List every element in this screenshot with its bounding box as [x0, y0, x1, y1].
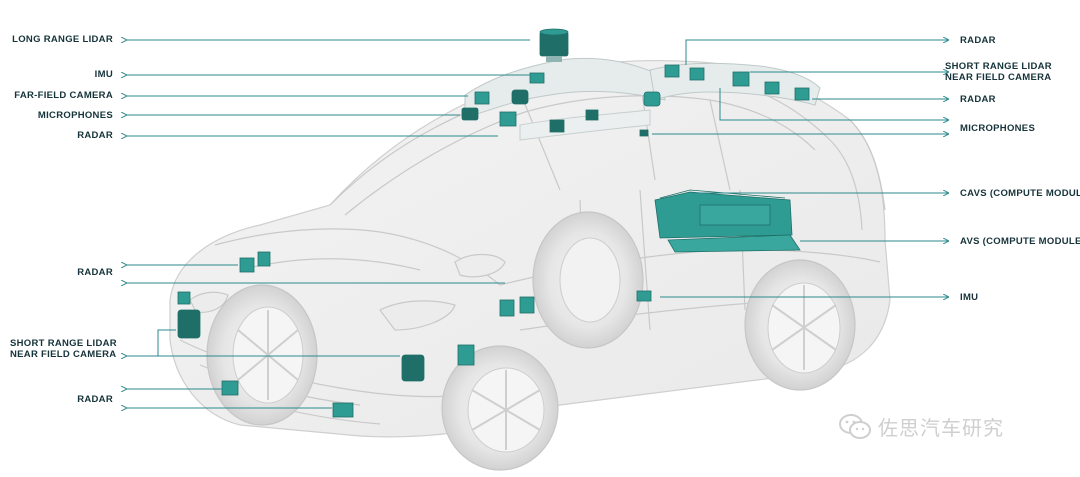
label-short-range-lidar-right: SHORT RANGE LIDAR NEAR FIELD CAMERA	[945, 61, 1052, 83]
roof-near-field-camera	[764, 81, 780, 95]
roof-short-range-lidar	[732, 71, 750, 87]
label-radar-roof-left: RADAR	[10, 130, 113, 141]
roof-camera-right	[643, 91, 661, 107]
side-radar-right	[519, 296, 535, 314]
label-text: CAVS (COMPUTE MODULE)	[960, 188, 1080, 199]
label-far-field-camera-left: FAR-FIELD CAMERA	[10, 90, 113, 101]
front-radar-corner	[457, 344, 475, 366]
label-short-range-lidar-left: SHORT RANGE LIDAR NEAR FIELD CAMERA	[10, 338, 117, 360]
front-short-range-lidar	[177, 309, 201, 339]
label-radar-rear-right: RADAR	[960, 94, 996, 105]
front-radar-upper-right	[257, 251, 271, 267]
label-text-line1: SHORT RANGE LIDAR	[945, 61, 1052, 72]
cavs-compute-module	[654, 189, 793, 239]
leader-lines-left	[126, 40, 530, 408]
front-short-range-lidar-top	[177, 291, 191, 305]
roof-camera-center	[511, 89, 529, 105]
front-radar-upper-left	[239, 257, 255, 273]
label-text-line2: NEAR FIELD CAMERA	[945, 72, 1052, 83]
label-text: LONG RANGE LIDAR	[12, 34, 113, 45]
roof-imu-sensor	[529, 72, 545, 84]
bumper-radar-left	[221, 380, 239, 396]
wheel-rear-right	[744, 259, 856, 391]
roof-radar-rear	[794, 87, 810, 101]
label-text: FAR-FIELD CAMERA	[14, 90, 113, 101]
roof-radar-top	[664, 64, 680, 78]
label-cavs-compute-module: CAVS (COMPUTE MODULE)	[960, 188, 1080, 199]
roof-microphone-left	[461, 107, 479, 121]
label-text-line1: SHORT RANGE LIDAR	[10, 338, 117, 349]
label-imu-right: IMU	[960, 292, 978, 303]
label-text: AVS (COMPUTE MODULE)	[960, 236, 1080, 247]
label-avs-compute-module: AVS (COMPUTE MODULE)	[960, 236, 1080, 247]
side-radar-left	[499, 299, 515, 317]
wechat-icon	[839, 413, 871, 439]
label-microphones-left: MICROPHONES	[10, 110, 113, 121]
roof-microphone-center	[549, 119, 565, 133]
avs-compute-module	[667, 234, 801, 253]
body-imu-sensor	[636, 290, 652, 302]
watermark-text: 佐思汽车研究	[878, 416, 1004, 440]
roof-microphone-right	[585, 109, 599, 121]
label-text: RADAR	[77, 130, 113, 141]
label-text: RADAR	[77, 394, 113, 405]
label-text: RADAR	[960, 35, 996, 46]
label-radar-bumper-left: RADAR	[10, 394, 113, 405]
long-range-lidar-sensor	[539, 28, 569, 62]
label-microphones-right: MICROPHONES	[960, 123, 1035, 134]
label-text: RADAR	[77, 267, 113, 278]
leader-lines-right	[652, 40, 948, 297]
roof-microphone-rear	[639, 129, 649, 137]
wheel-front-left	[206, 284, 318, 426]
label-text-line2: NEAR FIELD CAMERA	[10, 349, 117, 360]
label-radar-front-upper-left: RADAR	[10, 267, 113, 278]
wheels	[206, 211, 856, 471]
front-near-field-camera	[401, 354, 425, 382]
label-text: MICROPHONES	[37, 110, 113, 121]
label-radar-roof-right: RADAR	[960, 35, 996, 46]
label-imu-left: IMU	[10, 69, 113, 80]
label-text: IMU	[94, 69, 113, 80]
roof-radar-top-2	[689, 67, 705, 81]
wheel-front-right	[441, 345, 559, 471]
roof-far-field-camera-left	[474, 91, 490, 105]
label-text: RADAR	[960, 94, 996, 105]
bumper-radar-center	[332, 402, 354, 418]
wheel-rear-left	[532, 211, 644, 349]
sensors	[177, 28, 810, 418]
roof-radar-left	[499, 111, 517, 127]
label-text: MICROPHONES	[960, 123, 1036, 134]
watermark: 佐思汽车研究	[838, 412, 1004, 441]
label-long-range-lidar-left: LONG RANGE LIDAR	[10, 34, 113, 45]
label-text: IMU	[960, 292, 979, 303]
